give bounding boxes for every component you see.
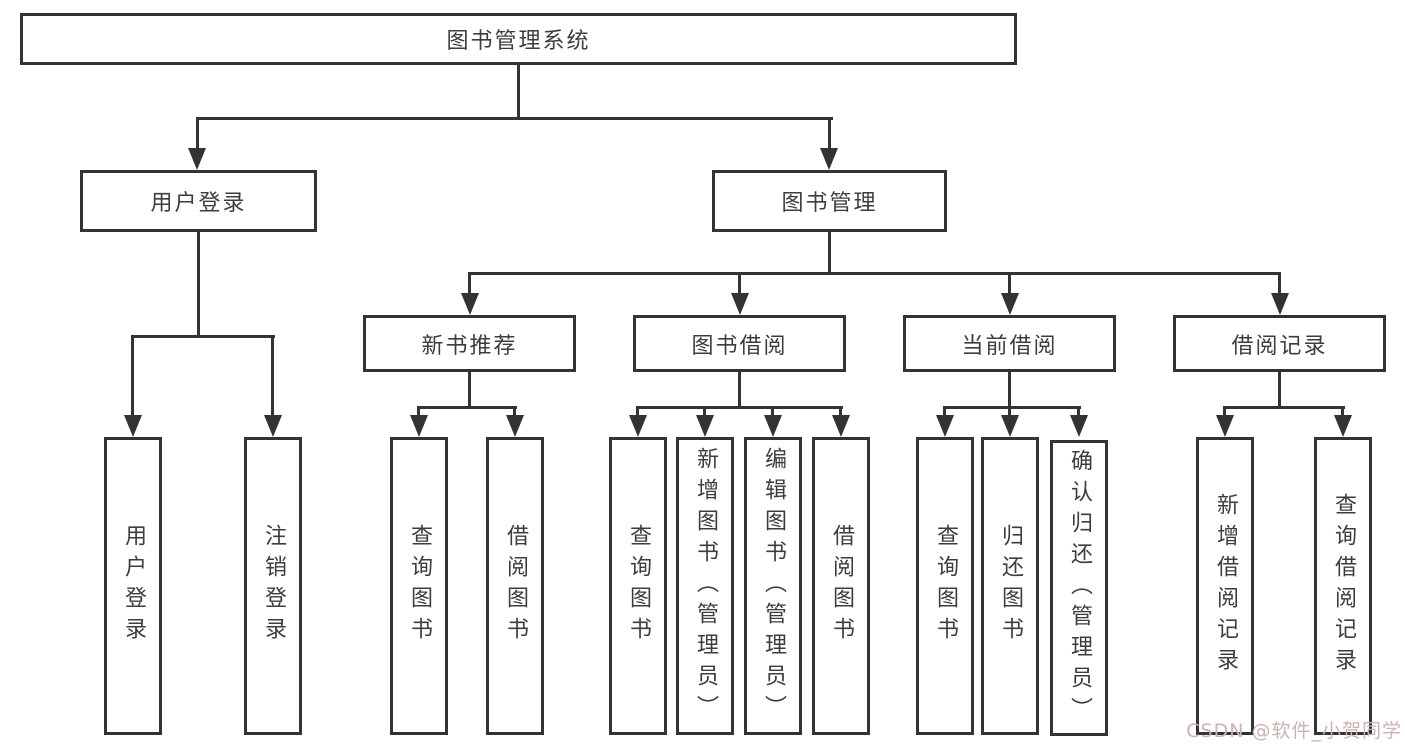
node-label: 查询图书 bbox=[626, 524, 651, 648]
arrowhead-down-icon bbox=[188, 148, 206, 170]
node-label: 用户登录 bbox=[121, 524, 146, 648]
connector-stub bbox=[738, 370, 741, 408]
node-new-book-recommendation: 新书推荐 bbox=[363, 315, 576, 372]
connector-arrow-shaft bbox=[271, 335, 274, 417]
leaf-user-login: 用户登录 bbox=[104, 437, 162, 735]
arrowhead-down-icon bbox=[731, 293, 749, 315]
connector-arrow-shaft bbox=[1223, 406, 1226, 418]
arrowhead-down-icon bbox=[1216, 415, 1234, 437]
connector-arrow-shaft bbox=[771, 406, 774, 418]
node-label: 借阅图书 bbox=[829, 524, 854, 648]
connector-stub bbox=[1008, 370, 1011, 408]
connector-hline bbox=[636, 406, 843, 409]
connector-bookmgmt-hline bbox=[468, 272, 1281, 275]
arrowhead-down-icon bbox=[461, 293, 479, 315]
connector-arrow-shaft bbox=[196, 117, 199, 150]
node-label: 图书管理 bbox=[781, 191, 878, 216]
node-label: 查询图书 bbox=[933, 524, 958, 648]
arrowhead-down-icon bbox=[1001, 415, 1019, 437]
node-label: 查询图书 bbox=[407, 524, 432, 648]
connector-arrow-shaft bbox=[1278, 272, 1281, 295]
connector-bookmgmt-stub bbox=[828, 232, 831, 274]
arrowhead-down-icon bbox=[832, 415, 850, 437]
arrowhead-down-icon bbox=[1334, 415, 1352, 437]
node-label: 当前借阅 bbox=[961, 333, 1058, 359]
connector-userlogin-stub bbox=[197, 232, 200, 337]
leaf-confirm-return-admin: 确认归还（管理员） bbox=[1050, 440, 1108, 736]
connector-arrow-shaft bbox=[828, 117, 831, 150]
connector-hline bbox=[417, 406, 517, 409]
leaf-edit-books-admin: 编辑图书（管理员） bbox=[744, 437, 802, 735]
node-label: 编辑图书（管理员） bbox=[761, 446, 786, 726]
connector-arrow-shaft bbox=[1008, 272, 1011, 295]
connector-arrow-shaft bbox=[513, 406, 516, 418]
arrowhead-down-icon bbox=[696, 415, 714, 437]
leaf-query-books-recommend: 查询图书 bbox=[390, 437, 448, 735]
node-current-borrowing: 当前借阅 bbox=[903, 315, 1116, 372]
leaf-query-books-borrow: 查询图书 bbox=[609, 437, 667, 735]
node-book-management: 图书管理 bbox=[712, 170, 947, 232]
connector-arrow-shaft bbox=[738, 272, 741, 295]
node-label: 新增图书（管理员） bbox=[693, 446, 718, 726]
connector-arrow-shaft bbox=[1341, 406, 1344, 418]
connector-arrow-shaft bbox=[943, 406, 946, 418]
connector-arrow-shaft bbox=[636, 406, 639, 418]
leaf-query-borrow-record: 查询借阅记录 bbox=[1314, 437, 1372, 735]
connector-userlogin-hline bbox=[132, 335, 275, 338]
connector-stub bbox=[468, 370, 471, 408]
arrowhead-down-icon bbox=[1001, 293, 1019, 315]
leaf-borrow-books: 借阅图书 bbox=[812, 437, 870, 735]
node-label: 归还图书 bbox=[998, 524, 1023, 648]
arrowhead-down-icon bbox=[1070, 415, 1088, 437]
arrowhead-down-icon bbox=[820, 148, 838, 170]
arrowhead-down-icon bbox=[264, 415, 282, 437]
node-label: 图书管理系统 bbox=[446, 29, 591, 54]
node-borrowing-records: 借阅记录 bbox=[1173, 315, 1386, 372]
connector-arrow-shaft bbox=[131, 335, 134, 417]
connector-stub bbox=[1278, 370, 1281, 408]
node-label: 确认归还（管理员） bbox=[1067, 448, 1092, 728]
arrowhead-down-icon bbox=[124, 415, 142, 437]
node-label: 用户登录 bbox=[150, 191, 247, 216]
arrowhead-down-icon bbox=[410, 415, 428, 437]
node-root-book-management-system: 图书管理系统 bbox=[20, 13, 1017, 65]
connector-arrow-shaft bbox=[1077, 406, 1080, 418]
node-label: 图书借阅 bbox=[691, 333, 788, 359]
connector-root-hline bbox=[196, 117, 833, 120]
node-label: 新增借阅记录 bbox=[1213, 493, 1238, 679]
arrowhead-down-icon bbox=[629, 415, 647, 437]
connector-arrow-shaft bbox=[1008, 406, 1011, 418]
arrowhead-down-icon bbox=[1271, 293, 1289, 315]
arrowhead-down-icon bbox=[936, 415, 954, 437]
arrowhead-down-icon bbox=[506, 415, 524, 437]
node-label: 借阅记录 bbox=[1231, 333, 1328, 359]
connector-arrow-shaft bbox=[839, 406, 842, 418]
connector-hline bbox=[943, 406, 1081, 409]
csdn-watermark: CSDN @软件_小贺同学 bbox=[1186, 720, 1402, 742]
arrowhead-down-icon bbox=[764, 415, 782, 437]
connector-root-stub bbox=[517, 65, 520, 119]
node-label: 注销登录 bbox=[261, 524, 286, 648]
leaf-return-books: 归还图书 bbox=[981, 437, 1039, 735]
leaf-add-borrow-record: 新增借阅记录 bbox=[1196, 437, 1254, 735]
connector-hline bbox=[1223, 406, 1345, 409]
leaf-add-books-admin: 新增图书（管理员） bbox=[676, 437, 734, 735]
node-label: 借阅图书 bbox=[503, 524, 528, 648]
node-label: 查询借阅记录 bbox=[1331, 493, 1356, 679]
leaf-logout: 注销登录 bbox=[244, 437, 302, 735]
node-user-login: 用户登录 bbox=[80, 170, 317, 232]
node-label: 新书推荐 bbox=[421, 333, 518, 359]
node-book-borrowing: 图书借阅 bbox=[633, 315, 846, 372]
leaf-query-books-current: 查询图书 bbox=[916, 437, 974, 735]
leaf-borrow-books-recommend: 借阅图书 bbox=[486, 437, 544, 735]
connector-arrow-shaft bbox=[417, 406, 420, 418]
connector-arrow-shaft bbox=[703, 406, 706, 418]
connector-arrow-shaft bbox=[468, 272, 471, 295]
